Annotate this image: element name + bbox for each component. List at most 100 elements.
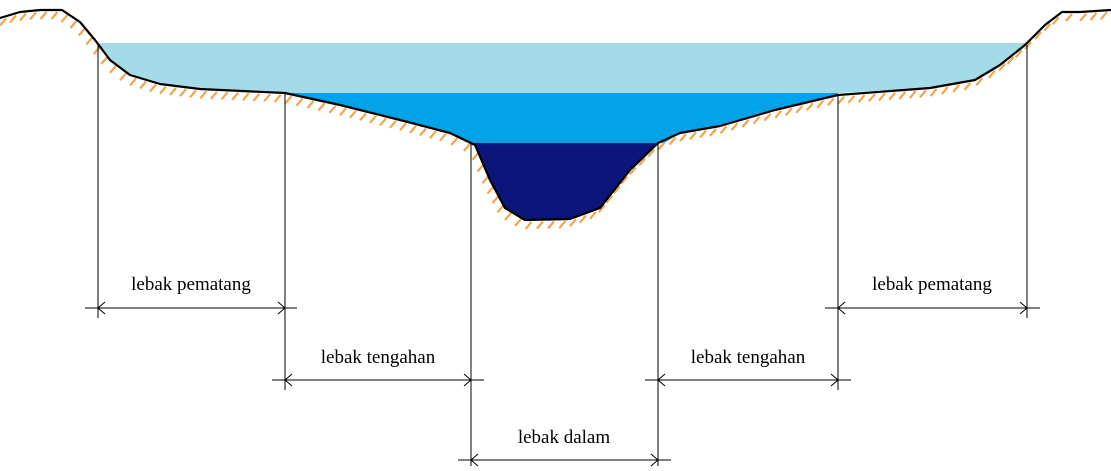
hatch-stroke xyxy=(1043,23,1052,32)
hatch-stroke xyxy=(1006,56,1015,65)
hatch-stroke xyxy=(709,128,717,137)
hatch-stroke xyxy=(50,11,59,20)
hatch-stroke xyxy=(9,14,17,24)
hatch-stroke xyxy=(295,97,304,107)
hatch-stroke xyxy=(569,218,577,227)
hatch-stroke xyxy=(857,94,866,103)
dimension-lines xyxy=(85,301,1040,467)
hatch-stroke xyxy=(481,175,490,184)
hatch-stroke xyxy=(657,141,666,151)
hatch-stroke xyxy=(719,125,728,135)
hatch-stroke xyxy=(252,93,261,102)
hatch-stroke xyxy=(273,94,282,103)
hatch-stroke xyxy=(496,204,505,214)
hatch-stroke xyxy=(941,86,949,95)
hatch-stroke xyxy=(589,211,597,220)
hatch-stroke xyxy=(784,107,793,117)
hatch-stroke xyxy=(1079,12,1088,22)
hatch-stroke xyxy=(919,89,927,99)
ground-surface-line xyxy=(0,8,1111,222)
hatch-stroke xyxy=(536,220,544,230)
dimension-lebak-dalam xyxy=(458,453,671,467)
hatch-stroke xyxy=(349,110,357,119)
hatch-stroke xyxy=(1089,12,1098,21)
hatch-stroke xyxy=(763,112,772,122)
hatch-stroke xyxy=(100,56,109,65)
hatch-stroke xyxy=(878,92,886,102)
hatch-stroke xyxy=(805,102,814,112)
hatch-stroke xyxy=(1065,13,1073,22)
hatch-stroke xyxy=(998,62,1007,72)
hatch-stroke xyxy=(462,143,471,152)
hatch-stroke xyxy=(389,120,397,129)
hatch-stroke xyxy=(867,93,876,103)
hatch-stroke xyxy=(612,185,621,195)
hatch-stroke xyxy=(19,12,27,22)
hatch-stroke xyxy=(379,117,387,127)
dimension-lebak-pematang-left xyxy=(85,301,297,315)
hatch-stroke xyxy=(210,91,218,100)
hatch-stroke xyxy=(826,97,835,107)
hatch-stroke xyxy=(1051,16,1060,26)
hatch-stroke xyxy=(628,166,637,176)
hatch-stroke xyxy=(647,148,656,158)
hatch-stroke xyxy=(504,212,512,221)
hatch-stroke xyxy=(220,91,229,101)
hatch-stroke xyxy=(847,95,856,104)
hatch-stroke xyxy=(547,220,555,230)
zone-boundaries xyxy=(97,45,1028,466)
hatch-stroke xyxy=(92,46,101,55)
hatch-stroke xyxy=(241,92,250,102)
hatch-stroke xyxy=(109,65,117,74)
hatch-stroke xyxy=(450,137,459,146)
hatch-stroke xyxy=(317,102,326,112)
hatch-stroke xyxy=(399,122,407,132)
label-lebak-pematang-right: lebak pematang xyxy=(872,274,992,295)
dimension-lebak-tengahan-left xyxy=(272,373,484,387)
hatch-stroke xyxy=(486,185,495,195)
hatch-stroke xyxy=(409,125,417,134)
water-deep-channel xyxy=(469,143,664,220)
hatch-stroke xyxy=(339,107,347,117)
hatch-stroke xyxy=(119,72,127,82)
hatch-stroke xyxy=(39,11,48,20)
hatch-stroke xyxy=(29,11,37,21)
hatch-stroke xyxy=(638,157,646,167)
hatch-stroke xyxy=(369,115,377,124)
hatch-stroke xyxy=(1014,49,1023,59)
hatch-stroke xyxy=(975,77,984,87)
hatch-stroke xyxy=(199,90,208,100)
hatch-stroke xyxy=(189,89,197,99)
hatch-stroke xyxy=(77,27,86,37)
hatch-stroke xyxy=(514,218,522,227)
hatch-stroke xyxy=(159,85,167,95)
hatch-stroke xyxy=(679,133,687,142)
hatch-stroke xyxy=(898,91,907,100)
hatch-stroke xyxy=(1024,41,1032,50)
label-lebak-tengahan-right: lebak tengahan xyxy=(691,347,806,368)
hatch-stroke xyxy=(429,130,437,139)
water-shallow-band xyxy=(98,43,1027,93)
hatch-stroke xyxy=(359,112,367,122)
hatch-stroke xyxy=(491,195,500,204)
label-lebak-pematang-left: lebak pematang xyxy=(131,274,251,295)
hatch-stroke xyxy=(689,131,697,141)
hatch-stroke xyxy=(476,163,485,173)
hatch-stroke xyxy=(419,127,427,137)
hatch-stroke xyxy=(149,83,157,93)
hatch-stroke xyxy=(1099,11,1108,21)
dimension-lebak-pematang-right xyxy=(825,301,1040,315)
hatch-stroke xyxy=(579,214,587,224)
label-lebak-tengahan-left: lebak tengahan xyxy=(321,347,436,368)
hatch-stroke xyxy=(987,70,996,79)
hatch-stroke xyxy=(263,93,271,103)
hatch-stroke xyxy=(908,90,917,99)
hatch-stroke xyxy=(888,91,897,101)
hatch-stroke xyxy=(837,95,845,105)
hatch-stroke xyxy=(699,129,707,139)
hatch-stroke xyxy=(284,95,293,104)
hatch-stroke xyxy=(129,77,137,87)
hatch-stroke xyxy=(471,152,480,161)
hatch-stroke xyxy=(597,204,606,214)
